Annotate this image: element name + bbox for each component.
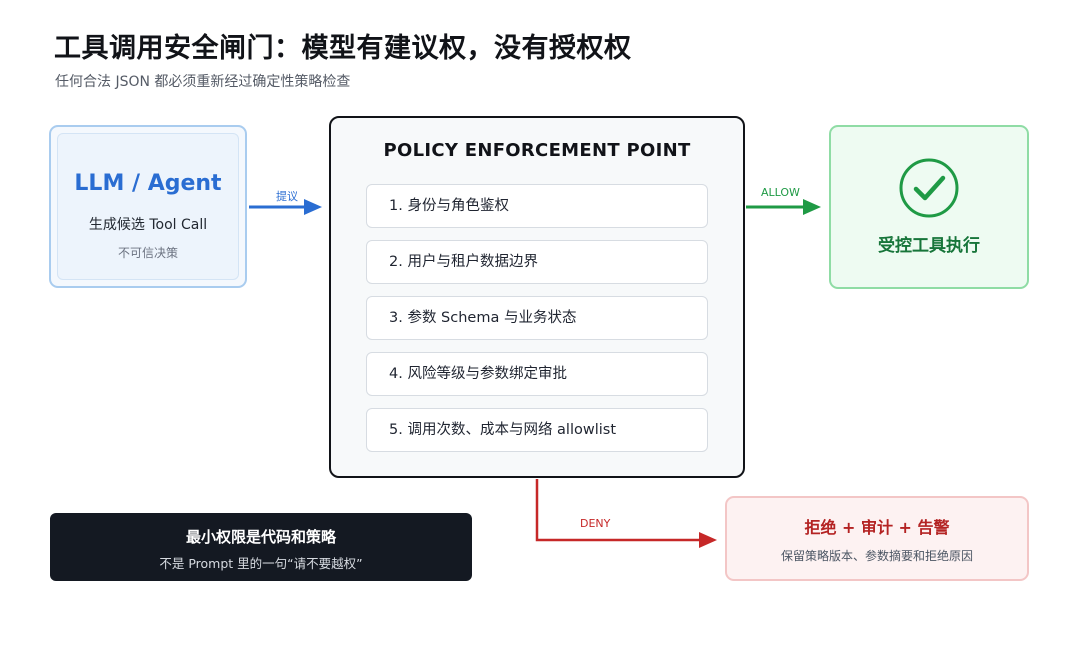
allow-arrow-label: ALLOW [761, 186, 800, 199]
policy-step-tenant-boundary: 2. 用户与租户数据边界 [366, 240, 708, 284]
allow-arrow [746, 199, 821, 215]
check-circle-icon [899, 158, 959, 218]
propose-arrow-label: 提议 [276, 190, 298, 203]
llm-agent-box: LLM / Agent 生成候选 Tool Call 不可信决策 [49, 125, 247, 288]
page-title: 工具调用安全闸门：模型有建议权，没有授权权 [54, 33, 632, 64]
controlled-tool-execution-label: 受控工具执行 [878, 236, 980, 256]
deny-arrow [535, 479, 717, 548]
llm-agent-inner: LLM / Agent 生成候选 Tool Call 不可信决策 [57, 133, 239, 280]
policy-step-risk-approval: 4. 风险等级与参数绑定审批 [366, 352, 708, 396]
policy-title: POLICY ENFORCEMENT POINT [383, 140, 691, 161]
llm-agent-title: LLM / Agent [74, 171, 222, 196]
deny-arrow-label: DENY [580, 517, 611, 530]
deny-subtitle: 保留策略版本、参数摘要和拒绝原因 [780, 549, 973, 563]
page-subtitle: 任何合法 JSON 都必须重新经过确定性策略检查 [55, 74, 351, 90]
deny-audit-alert-box: 拒绝 + 审计 + 告警 保留策略版本、参数摘要和拒绝原因 [725, 496, 1029, 581]
least-privilege-principle-box: 最小权限是代码和策略 不是 Prompt 里的一句“请不要越权” [50, 513, 472, 581]
policy-step-rate-allowlist: 5. 调用次数、成本与网络 allowlist [366, 408, 708, 452]
llm-agent-subtitle: 生成候选 Tool Call [88, 217, 208, 233]
llm-agent-note: 不可信决策 [117, 246, 178, 260]
principle-title: 最小权限是代码和策略 [185, 528, 336, 546]
principle-subtitle: 不是 Prompt 里的一句“请不要越权” [159, 556, 363, 571]
controlled-tool-execution-box: 受控工具执行 [829, 125, 1029, 289]
policy-step-schema: 3. 参数 Schema 与业务状态 [366, 296, 708, 340]
deny-title: 拒绝 + 审计 + 告警 [804, 518, 950, 537]
policy-enforcement-point: POLICY ENFORCEMENT POINT 1. 身份与角色鉴权 2. 用… [329, 116, 745, 478]
policy-step-identity: 1. 身份与角色鉴权 [366, 184, 708, 228]
